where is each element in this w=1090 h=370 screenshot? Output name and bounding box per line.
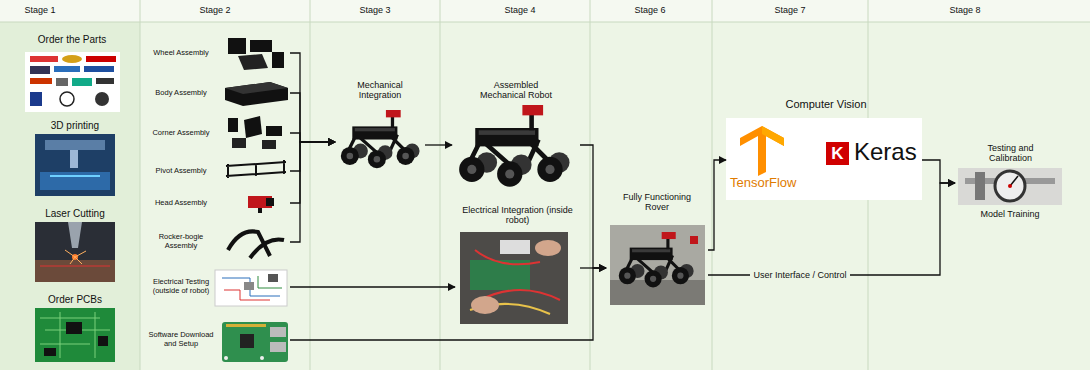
logo-text: TensorFlow bbox=[730, 176, 830, 191]
node-text: Fully Functioning Rover bbox=[616, 192, 698, 213]
flow-arrow bbox=[290, 133, 335, 142]
stage-label: Stage 1 bbox=[0, 5, 80, 15]
flow-arrow bbox=[290, 93, 335, 142]
stage-node: Mechanical Integration bbox=[335, 80, 425, 182]
stage-node: Corner Assembly bbox=[145, 113, 290, 153]
laser-cutter-photo bbox=[35, 222, 115, 282]
wheel-assembly-render bbox=[228, 38, 284, 70]
node-text: Body Assembly bbox=[145, 89, 217, 98]
node-text: Electrical Testing (outside of robot) bbox=[145, 278, 217, 295]
flow-arrow bbox=[708, 183, 955, 275]
node-text: Assembled Mechanical Robot bbox=[476, 80, 556, 101]
flow-arrow bbox=[290, 142, 335, 171]
stage-node: Order PCBs bbox=[30, 294, 120, 364]
node-text: Order PCBs bbox=[30, 294, 120, 306]
node-text: Wheel Assembly bbox=[145, 49, 217, 58]
stage-node: Electrical Testing (outside of robot) bbox=[145, 267, 290, 307]
stage-node: Computer VisionTensorFlow KKeras bbox=[726, 98, 922, 202]
stage-label: Stage 4 bbox=[480, 5, 560, 15]
node-text: Rocker-bogie Assembly bbox=[145, 233, 217, 250]
stage-node: Rocker-bogie Assembly bbox=[145, 222, 290, 262]
flow-arrow bbox=[290, 268, 606, 340]
raspberry-pi-board bbox=[222, 322, 288, 362]
stage-node: Software Download and Setup bbox=[145, 318, 290, 362]
logo-text: Keras bbox=[854, 138, 920, 166]
stage-label: Stage 6 bbox=[610, 5, 690, 15]
flow-arrow bbox=[290, 142, 335, 242]
rover-photo bbox=[610, 225, 705, 305]
wiring-diagram bbox=[215, 270, 287, 306]
logo-mark: K bbox=[826, 142, 849, 165]
flow-arrow bbox=[580, 145, 606, 268]
stage-label: Stage 3 bbox=[335, 5, 415, 15]
stage-node: Pivot Assembly bbox=[145, 158, 290, 184]
edge-label: User Interface / Control bbox=[750, 270, 849, 280]
node-text: Computer Vision bbox=[766, 98, 886, 111]
stage-label: Stage 2 bbox=[175, 5, 255, 15]
stage-node: Assembled Mechanical Robot bbox=[452, 80, 580, 190]
stage-node: Electrical Integration (inside robot) bbox=[455, 205, 580, 327]
caliper-photo bbox=[958, 168, 1062, 205]
flow-arrow bbox=[290, 286, 455, 287]
pcb-photo bbox=[35, 308, 115, 362]
node-text: Laser Cutting bbox=[30, 208, 120, 220]
node-text: Pivot Assembly bbox=[145, 167, 217, 176]
stage-node: Order the Parts bbox=[22, 34, 122, 116]
node-text: Electrical Integration (inside robot) bbox=[455, 205, 580, 226]
stage-node: Laser Cutting bbox=[30, 208, 120, 284]
stage-node: Testing and CalibrationModel Training bbox=[955, 143, 1065, 225]
stage-node: 3D printing bbox=[30, 120, 120, 198]
node-text: Head Assembly bbox=[145, 199, 217, 208]
node-text: Corner Assembly bbox=[145, 129, 217, 138]
supplier-logos bbox=[25, 52, 120, 112]
stage-node: Head Assembly bbox=[145, 190, 290, 216]
node-text: Software Download and Setup bbox=[145, 331, 217, 348]
rocker-bogie-render bbox=[228, 231, 284, 258]
stage-node: Fully Functioning Rover bbox=[606, 192, 708, 308]
flow-arrow bbox=[425, 144, 452, 145]
corner-assembly-render bbox=[228, 116, 282, 149]
flow-arrow bbox=[922, 160, 955, 183]
rover-render bbox=[341, 110, 420, 168]
body-assembly-render bbox=[225, 82, 288, 106]
3d-printer-photo bbox=[35, 134, 115, 196]
flow-arrow bbox=[290, 142, 335, 203]
stage-label: Stage 7 bbox=[750, 5, 830, 15]
assembled-rover-render bbox=[459, 105, 569, 187]
flow-arrow bbox=[290, 53, 335, 142]
node-text: Model Training bbox=[955, 209, 1065, 219]
node-text: Mechanical Integration bbox=[345, 80, 415, 101]
node-text: 3D printing bbox=[30, 120, 120, 132]
flow-arrow bbox=[708, 160, 726, 250]
stage-node: Wheel Assembly bbox=[145, 33, 290, 73]
wiring-photo bbox=[460, 232, 568, 324]
head-assembly-render bbox=[248, 196, 274, 213]
pivot-assembly-render bbox=[226, 160, 286, 178]
framework-logos bbox=[726, 118, 922, 200]
node-text: Testing and Calibration bbox=[973, 143, 1048, 164]
node-text: Order the Parts bbox=[22, 34, 122, 46]
stage-node: Body Assembly bbox=[145, 78, 290, 108]
stage-label: Stage 8 bbox=[925, 5, 1005, 15]
